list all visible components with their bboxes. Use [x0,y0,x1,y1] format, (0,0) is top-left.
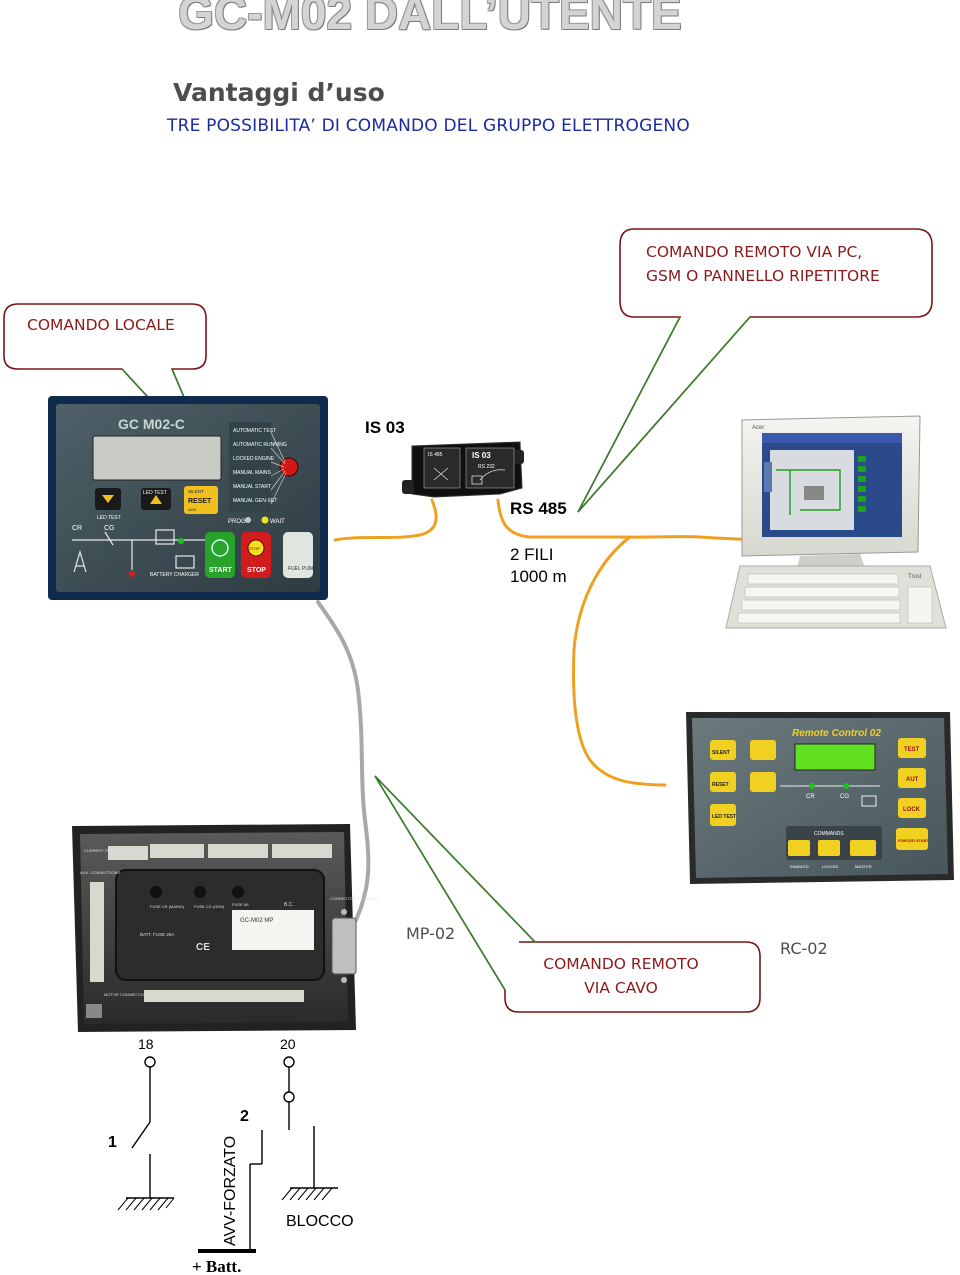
distance-label: 1000 m [510,567,567,586]
callout-remote-pc-line1: COMANDO REMOTO VIA PC, [646,243,863,261]
gc-led-test-label2: LED TEST [143,490,167,496]
wiring-schematic [117,1056,338,1253]
gc-reset-label: RESET [188,498,212,505]
mp-connector: CONNECTOR TO GC-M02 [330,896,379,901]
gc-m02-panel [48,396,328,600]
remote-master-label: MASTER [855,864,872,869]
remote-left-buttons[interactable] [710,740,776,826]
remote-enabled-label: ENABLED [790,864,809,869]
remote-cg-label: CG [840,794,849,800]
subtitle: Vantaggi d’uso [173,78,385,107]
remote-right-buttons[interactable] [896,738,928,850]
mp-cable [316,600,371,930]
keyboard-brand: Trust [908,574,922,580]
gc-silent-label: SILENT [188,489,204,494]
gc-stop-label2: STOP [249,546,260,551]
mp-bc: B.C. [284,902,294,908]
mp-motor-conn: MOTOR CONNECTIONS [104,992,150,997]
gc-cg-label: CG [104,525,115,532]
switch-1-label: 1 [108,1134,117,1151]
mp-fuse-cr: FUSE CR (MAINS) [150,904,185,909]
callout-remote-pc-line2: GSM O PANNELLO RIPETITORE [646,267,880,285]
is03-chip3: RS 232 [478,464,495,470]
gc-status-4: MANUAL MAINS [233,470,272,476]
alarm-led [279,457,299,477]
rs485-label: RS 485 [510,499,567,518]
status-labels [229,422,271,512]
reset-button[interactable] [184,486,218,514]
gc-aux-label: AUX [188,507,197,512]
remote-btn-aut: AUT [906,777,919,783]
is03-chip1: IS 485 [428,452,443,458]
terminal-18: 18 [138,1036,154,1052]
page-title: GC-M02 DALL’UTENTE [178,0,682,39]
callout-remote-pc-text: COMANDO REMOTO VIA PC, GSM O PANNELLO RI… [646,240,880,288]
pc-workstation [725,415,947,629]
rc02-label: RC-02 [780,939,828,958]
monitor-brand: Acer [752,425,764,431]
mp-fuse-6a: FUSE 6A [232,902,249,907]
remote-btn-forced-start: FORCED START [898,838,930,843]
remote-btn-test: TEST [904,747,920,753]
gc-wait-label: WAIT [270,519,285,525]
is03-module [402,441,524,498]
gc-prog-label: PROG [228,519,246,525]
gc-start-label: START [209,567,233,574]
remote-btn-led-test: LED TEST [712,814,736,820]
mp-ce: CE [196,942,210,953]
fuel-pump-button[interactable] [283,532,313,578]
forced-start-label: AVV-FORZATO [222,1136,239,1246]
remote-control-panel [686,712,954,884]
callout-cable-line1: COMANDO REMOTO [543,955,699,973]
gc-led-test-label: LED TEST [97,515,121,521]
remote-btn-silent: SILENT [712,750,730,756]
remote-btn-reset: RESET [712,782,729,788]
callout-cable [374,775,761,1013]
gc-stop-label: STOP [247,567,266,574]
is03-label: IS 03 [365,418,405,437]
gc-fuel-pump-label: FUEL PUMP [288,566,317,572]
tagline: TRE POSSIBILITA’ DI COMANDO DEL GRUPPO E… [167,116,690,136]
callout-cable-text: COMANDO REMOTO VIA CAVO [505,952,737,1000]
plant-schematic [72,529,210,573]
mp-fuse-cg: FUSE CG (GEN) [194,904,225,909]
mp02-module [72,824,357,1032]
mp-current-trans: CURRENT TRANSF. [84,848,121,853]
gc-status-5: MANUAL START [233,484,271,490]
is03-chip2: IS 03 [472,451,491,460]
remote-locked-label: LOCKED [822,864,839,869]
gc-cr-label: CR [72,525,82,532]
callout-local-text: COMANDO LOCALE [27,316,175,334]
mp02-label: MP-02 [406,924,455,943]
remote-title: Remote Control 02 [792,728,881,739]
wires-label: 2 FILI [510,545,553,564]
block-label: BLOCCO [286,1213,354,1230]
remote-btn-lock: LOCK [903,807,921,813]
remote-commands-label: COMMANDS [814,831,844,837]
gc-battery-charger-label: BATTERY CHARGER [150,572,199,578]
mp-plate: GC-M02 MP [240,918,273,924]
rs485-cable [333,498,762,787]
callout-cable-line2: VIA CAVO [584,979,658,997]
gc-status-6: MANUAL GEN-SET [233,498,277,504]
gc-status-2: AUTOMATIC RUNNING [233,442,287,448]
gc-panel-name: GC M02-C [118,416,185,432]
terminal-20: 20 [280,1036,296,1052]
gc-status-3: LOCKED ENGINE [233,456,275,462]
callout-remote-pc [577,228,933,513]
gc-status-1: AUTOMATIC TEST [233,428,276,434]
switch-2-label: 2 [240,1108,249,1125]
mp-batt: BATT. FUSE 25A [140,932,174,937]
batt-label: + Batt. [192,1257,241,1275]
mp-aux-conn: AUX. CONNECTIONS [80,870,120,875]
remote-cr-label: CR [806,794,815,800]
gc-test-label: TEST [125,570,137,575]
